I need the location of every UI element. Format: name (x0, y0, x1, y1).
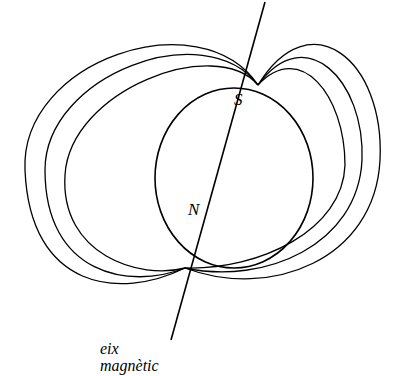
field-line (185, 57, 362, 271)
axis-label: eix magnètic (100, 340, 180, 374)
field-line (25, 45, 258, 284)
field-line (185, 44, 380, 278)
magnetic-axis (171, 2, 265, 340)
earth-outline (155, 88, 313, 268)
pole-letter: S (234, 91, 243, 109)
field-line (65, 66, 258, 271)
field-line (185, 69, 345, 268)
earth-circle: SN (154, 87, 314, 269)
pole-letter: N (188, 201, 199, 219)
circle-outline (154, 87, 314, 269)
